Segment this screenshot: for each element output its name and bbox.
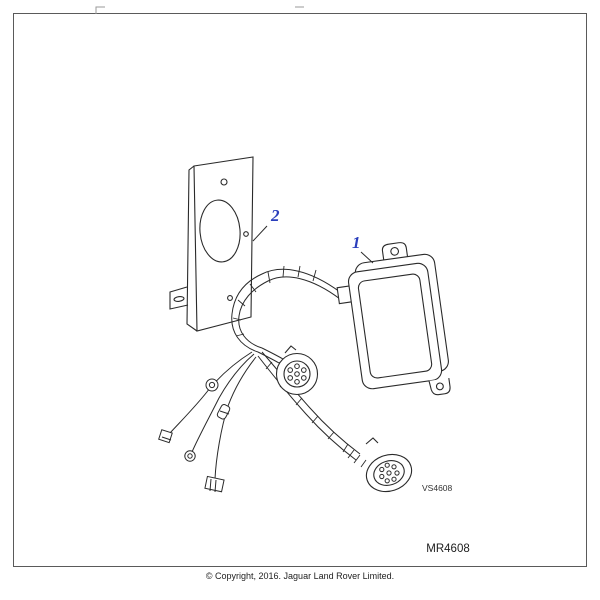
harness-grommet xyxy=(205,378,219,392)
connector-code-label: VS4608 xyxy=(422,483,453,493)
connector-face xyxy=(373,460,405,486)
bracket-foot-flange xyxy=(169,286,189,310)
bracket-hole-right xyxy=(243,231,249,237)
branch-wire xyxy=(169,351,253,434)
module-face-inset xyxy=(357,273,433,379)
wire-end-connectors xyxy=(158,429,225,493)
round-connector xyxy=(275,345,319,396)
callout-label-module: 1 xyxy=(352,233,361,252)
connector-pins xyxy=(287,363,307,385)
control-module-drawing xyxy=(336,242,451,396)
callouts: 2 1 xyxy=(252,206,374,264)
bracket-foot-slot xyxy=(173,296,185,302)
bracket-oval-cutout xyxy=(199,199,241,263)
boot-hatching xyxy=(347,449,367,468)
connector-shell xyxy=(365,453,413,493)
registration-marks xyxy=(95,6,304,14)
callout-label-bracket: 2 xyxy=(270,206,280,225)
harness-main-bundle xyxy=(231,268,341,353)
figure-number: MR4608 xyxy=(426,543,469,555)
harness-lower-bundle xyxy=(261,351,361,455)
module-mount-tab-bottom xyxy=(428,377,451,396)
diagram-border xyxy=(13,13,587,567)
harness-wrap-hatching xyxy=(232,265,317,337)
bracket-hole-top xyxy=(220,178,228,186)
copyright-text: © Copyright, 2016. Jaguar Land Rover Lim… xyxy=(206,571,394,581)
wiring-harness-drawing xyxy=(169,265,361,480)
bracket-plate xyxy=(193,156,254,332)
connector-face xyxy=(283,360,311,388)
rect-connector xyxy=(204,475,225,493)
registration-mark xyxy=(95,6,105,14)
connector-latch xyxy=(365,437,379,445)
round-connector-lead xyxy=(257,351,280,364)
module-mount-hole-bottom xyxy=(435,382,444,391)
branch-wire xyxy=(191,353,255,453)
bottom-connector xyxy=(347,437,413,493)
round-cap-connector xyxy=(184,450,196,462)
harness-lower-bundle xyxy=(257,355,357,461)
module-mount-hole-top xyxy=(390,247,400,256)
bracket-side-edge xyxy=(186,165,198,332)
bracket-hole-bottom xyxy=(227,295,233,301)
connector-pins xyxy=(379,462,400,484)
module-front-face xyxy=(347,262,443,390)
mounting-bracket-drawing xyxy=(169,156,254,332)
callout-leader-bracket xyxy=(252,225,268,242)
connector-latch xyxy=(284,345,297,354)
callout-leader-module xyxy=(360,251,374,264)
harness-main-bundle xyxy=(238,276,341,349)
connector-shell xyxy=(275,352,319,396)
small-square-connector xyxy=(158,429,173,444)
round-connector-lead xyxy=(261,347,284,360)
inline-sleeve-connector xyxy=(216,404,231,420)
